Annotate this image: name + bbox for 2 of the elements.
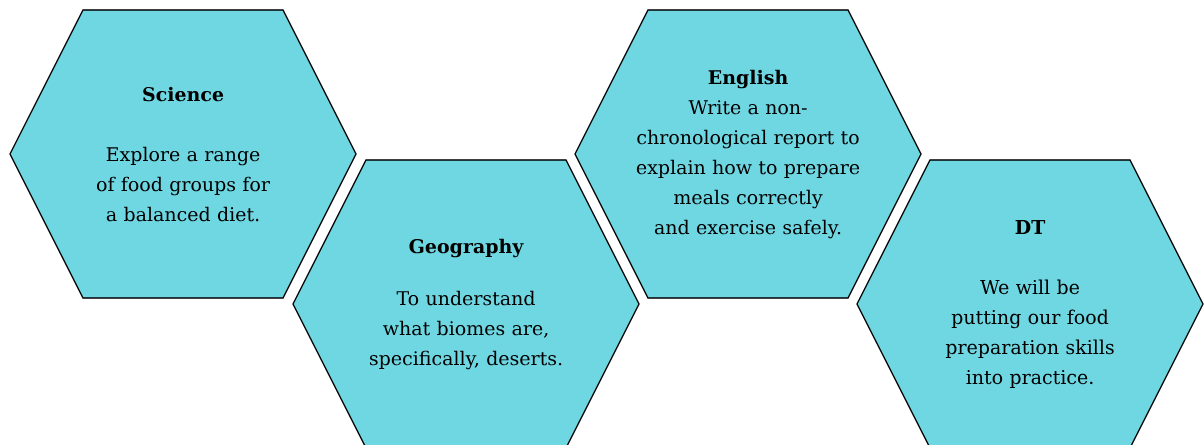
hexagon: Science Explore a range of food groups for a balanced diet. xyxy=(9,9,357,299)
hexagon: English Write a non-chronological report to explain how to prepare meals correctly and exercise safely. xyxy=(574,9,922,299)
